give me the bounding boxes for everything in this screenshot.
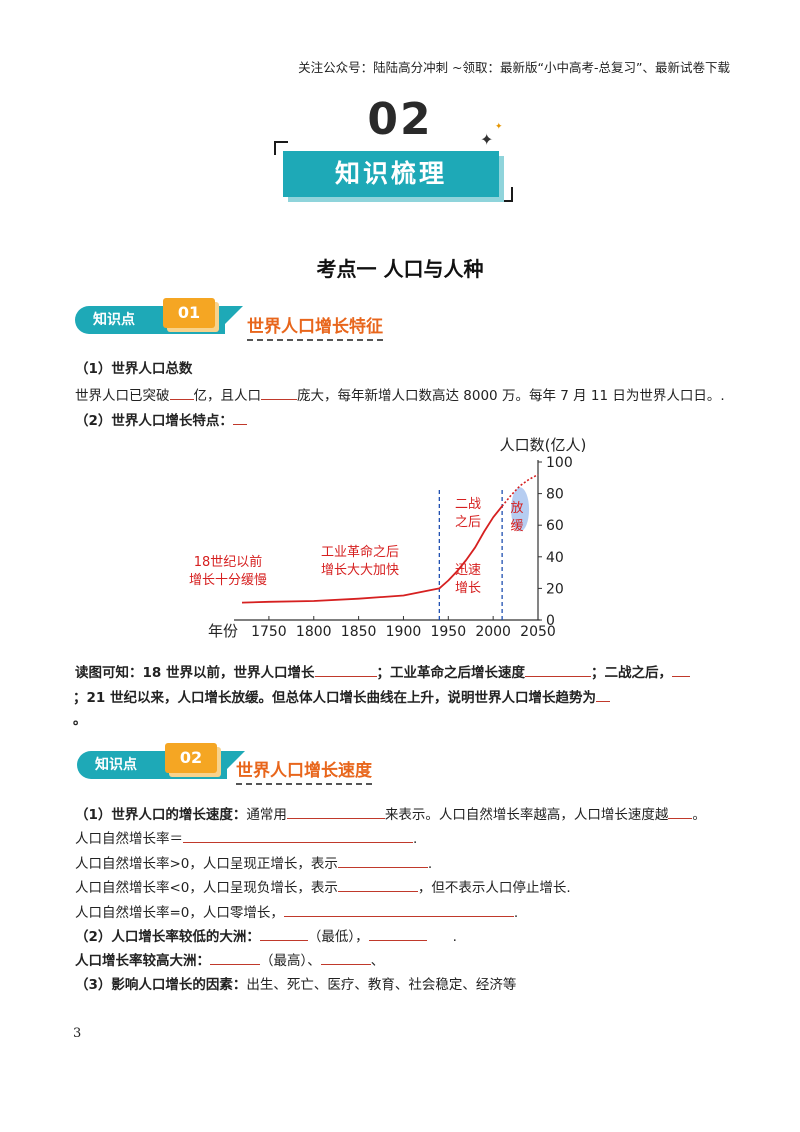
blank[interactable]	[320, 950, 371, 965]
section-number: 02	[367, 94, 433, 145]
conclusion-end: 。	[73, 712, 87, 728]
x-tick-label: 1750	[251, 624, 287, 640]
population-curve	[241, 505, 503, 604]
population-growth-chart: 0 20 40 60 80 100 1750 1800 1850 1900 1950 2000 2050…	[189, 436, 587, 640]
bracket-left-decoration	[274, 141, 288, 155]
blank[interactable]	[183, 828, 413, 843]
blank[interactable]	[169, 385, 194, 400]
kp2-line-2: 人口自然增长率＝.	[75, 827, 417, 847]
blank[interactable]	[525, 662, 591, 677]
blank[interactable]	[232, 410, 247, 425]
conclusion-line-2: ；21 世纪以来，人口增长放缓。但总体人口增长曲线在上升，说明世界人口增长趋势为	[73, 686, 610, 706]
kp2-line-7: 人口增长率较高大洲：（最高）、、	[75, 949, 384, 969]
kp2-line-1: （1）世界人口的增长速度：通常用来表示。人口自然增长率越高，人口增长速度越。	[75, 803, 706, 823]
chart-annotation: 放	[510, 501, 523, 516]
x-axis-label: 年份	[208, 622, 238, 640]
kp2-line-6: （2）人口增长率较低的大洲：（最低），.	[75, 925, 457, 945]
bracket-right-decoration	[499, 187, 513, 202]
chart-annotation: 缓	[510, 519, 523, 534]
kp2-line-8: （3）影响人口增长的因素：出生、死亡、医疗、教育、社会稳定、经济等	[75, 977, 517, 993]
slowdown-highlight	[511, 487, 530, 532]
blank[interactable]	[314, 662, 377, 677]
kp2-line-5: 人口自然增长率=0，人口零增长，.	[75, 901, 518, 921]
blank[interactable]	[259, 926, 308, 941]
y-tick-label: 40	[546, 550, 564, 566]
blank[interactable]	[261, 385, 297, 400]
q1-text: 世界人口已突破亿，且人口庞大，每年新增人口数高达 8000 万。每年 7 月 1…	[75, 384, 725, 404]
y-tick-label: 60	[546, 518, 564, 534]
section-banner: 知识梳理	[283, 151, 499, 197]
y-tick-label: 80	[546, 487, 564, 503]
y-tick-label: 100	[546, 455, 573, 471]
projection-curve	[501, 473, 539, 507]
y-axis-label: 人口数(亿人)	[500, 436, 587, 454]
small-sparkle-icon: ✦	[495, 122, 503, 132]
x-tick-label: 1950	[430, 624, 466, 640]
y-tick-label: 0	[546, 613, 555, 629]
header-note: 关注公众号：陆陆高分冲刺 ~领取：最新版“小中高考-总复习”、最新试卷下载	[298, 60, 730, 75]
x-tick-label: 2000	[475, 624, 511, 640]
x-tick-label: 1900	[386, 624, 422, 640]
page-number: 3	[73, 1026, 82, 1041]
topic-title: 考点一 人口与人种	[316, 257, 484, 281]
knowledge-point-title-2: 世界人口增长速度	[236, 756, 372, 785]
conclusion-line-1: 读图可知：18 世界以前，世界人口增长；工业革命之后增长速度；二战之后，	[75, 661, 690, 681]
blank[interactable]	[337, 853, 428, 868]
x-tick-label: 2050	[520, 624, 556, 640]
knowledge-point-title-1: 世界人口增长特征	[247, 312, 383, 341]
knowledge-tag-number: 01	[163, 298, 215, 328]
blank[interactable]	[368, 926, 427, 941]
knowledge-tag-1: 知识点 01	[75, 298, 245, 336]
blank[interactable]	[596, 687, 610, 702]
blank[interactable]	[337, 877, 418, 892]
kp2-line-3: 人口自然增长率>0，人口呈现正增长，表示.	[75, 852, 432, 872]
chart-annotation: 增长十分缓慢	[189, 572, 267, 588]
x-tick-label: 1850	[341, 624, 377, 640]
sparkle-icon: ✦	[480, 130, 494, 149]
knowledge-tag-number: 02	[165, 743, 217, 773]
blank[interactable]	[672, 662, 690, 677]
knowledge-tag-2: 知识点 02	[77, 743, 247, 781]
blank[interactable]	[286, 804, 385, 819]
q2-heading: （2）世界人口增长特点：	[75, 409, 247, 429]
chart-annotation: 增长大大加快	[321, 563, 399, 578]
chart-annotation: 工业革命之后	[321, 544, 399, 560]
q1-heading: （1）世界人口总数	[75, 361, 193, 377]
chart-annotation: 18世纪以前	[194, 554, 263, 570]
chart-annotation: 增长	[455, 581, 481, 596]
y-tick-label: 20	[546, 581, 564, 597]
blank[interactable]	[668, 804, 693, 819]
chart-annotation: 二战	[455, 497, 481, 512]
chart-annotation: 迅速	[455, 563, 481, 578]
chart-annotation: 之后	[455, 515, 481, 530]
blank[interactable]	[283, 902, 514, 917]
kp2-line-4: 人口自然增长率<0，人口呈现负增长，表示，但不表示人口停止增长.	[75, 876, 571, 896]
blank[interactable]	[210, 950, 260, 965]
x-tick-label: 1800	[296, 624, 332, 640]
